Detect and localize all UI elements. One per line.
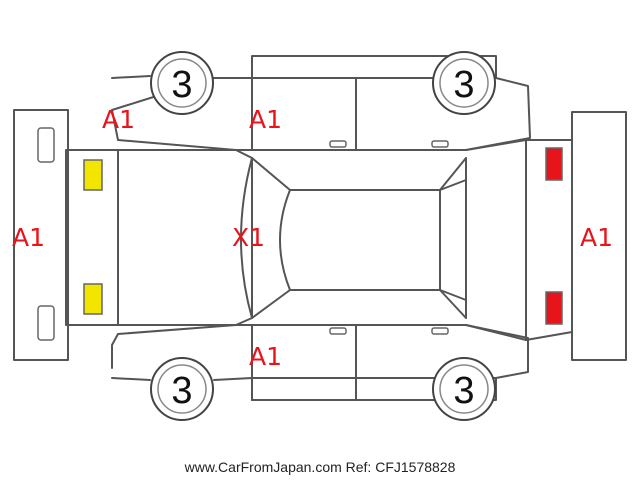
taillight-left-icon	[545, 147, 563, 181]
wheel-rear-right-label: 3	[453, 370, 474, 412]
car-condition-diagram: 3 3 3 3 A1 A1 A1 A1 A1 X1	[12, 51, 627, 421]
hood	[65, 149, 253, 326]
wheel-rear-left: 3	[432, 51, 496, 115]
wheel-front-right: 3	[150, 357, 214, 421]
front-bumper	[13, 109, 69, 361]
mark-rear-bumper: A1	[580, 223, 613, 252]
wheel-front-right-label: 3	[171, 370, 192, 412]
trunk	[465, 139, 573, 341]
headlight-left-icon	[83, 159, 103, 191]
wheel-front-left: 3	[150, 51, 214, 115]
cabin-top	[240, 157, 467, 319]
footer-reference: www.CarFromJapan.com Ref: CFJ1578828	[184, 459, 456, 475]
mark-right-front-door: A1	[249, 342, 282, 371]
mark-left-front-door: A1	[249, 105, 282, 134]
mark-roof: X1	[232, 223, 265, 252]
taillight-right-icon	[545, 291, 563, 325]
wheel-rear-right: 3	[432, 357, 496, 421]
mark-front-bumper: A1	[12, 223, 45, 252]
wheel-front-left-label: 3	[171, 64, 192, 106]
headlight-right-icon	[83, 283, 103, 315]
mark-left-front-fender: A1	[102, 105, 135, 134]
side-top	[111, 55, 531, 151]
wheel-rear-left-label: 3	[453, 64, 474, 106]
side-bottom	[111, 324, 529, 401]
